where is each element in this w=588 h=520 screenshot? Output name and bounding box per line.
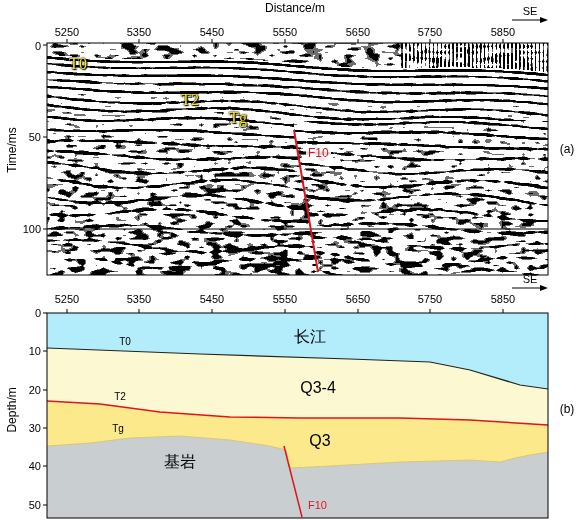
label-holder: 5350 <box>127 293 151 306</box>
label-holder: 40 <box>29 460 41 473</box>
label-holder: 100 <box>23 223 41 236</box>
axis-label: (a) <box>560 143 575 157</box>
horizon-label: Tg <box>229 109 247 127</box>
label-holder: 50 <box>29 131 41 144</box>
axis-label: 5250 <box>55 26 79 39</box>
label-holder: 5850 <box>491 26 515 39</box>
label-holder: 5250 <box>55 26 79 39</box>
axis-label: 5650 <box>346 293 370 306</box>
label-holder: T2 <box>114 391 126 403</box>
label-holder: F10 <box>308 499 327 512</box>
axis-title: Depth/m <box>6 387 20 432</box>
axis-label: F10 <box>308 499 327 512</box>
axis-label: 100 <box>23 223 41 236</box>
axis-label: 5450 <box>200 26 224 39</box>
axis-label: 5550 <box>273 26 297 39</box>
label-holder: 5650 <box>346 26 370 39</box>
label-holder: 10 <box>29 345 41 358</box>
label-holder: 5650 <box>346 293 370 306</box>
axis-label: 5250 <box>55 293 79 306</box>
axis-label: SE <box>523 5 538 18</box>
label-holder: Time/ms <box>6 127 20 173</box>
axis-label: F10 <box>306 147 331 161</box>
label-holder: 5250 <box>55 293 79 306</box>
label-holder: 5850 <box>491 293 515 306</box>
axis-label: 5850 <box>491 293 515 306</box>
unit-label: Q3-4 <box>300 379 336 397</box>
axis-label: Distance/m <box>265 2 325 16</box>
label-holder: Tg <box>229 109 247 127</box>
axis-label: 5350 <box>127 26 151 39</box>
axis-label: 5350 <box>127 293 151 306</box>
axis-label: (b) <box>560 403 575 417</box>
label-holder: T0 <box>119 336 131 348</box>
axis-label: 5550 <box>273 293 297 306</box>
axis-label: 5750 <box>418 293 442 306</box>
label-holder: F10 <box>306 147 331 161</box>
label-holder: T2 <box>181 91 199 109</box>
axis-label: T0 <box>119 336 131 348</box>
label-holder: 5450 <box>200 293 224 306</box>
label-holder: Distance/m <box>265 2 325 16</box>
axis-label: 40 <box>29 460 41 473</box>
label-holder: Depth/m <box>6 387 20 432</box>
axis-label: 5750 <box>418 26 442 39</box>
label-holder: T0 <box>69 55 87 73</box>
label-holder: 5550 <box>273 26 297 39</box>
label-holder: 0 <box>35 40 41 53</box>
unit-fill <box>47 436 548 518</box>
horizon-label: T0 <box>69 55 87 73</box>
seismic-section <box>47 43 548 275</box>
unit-label: Q3 <box>309 432 330 450</box>
unit-label: 长江 <box>294 328 326 346</box>
label-holder: (a) <box>560 143 575 157</box>
axis-label: 50 <box>29 131 41 144</box>
axis-label: 10 <box>29 345 41 358</box>
axis-label: 0 <box>35 307 41 320</box>
label-holder: 50 <box>29 499 41 512</box>
axis-label: Tg <box>112 423 124 435</box>
axis-label: 0 <box>35 40 41 53</box>
axis-label: 30 <box>29 422 41 435</box>
label-holder: (b) <box>560 403 575 417</box>
axis-title: Time/ms <box>6 127 20 173</box>
label-holder: 20 <box>29 384 41 397</box>
label-holder: 5750 <box>418 293 442 306</box>
axis-label: T2 <box>114 391 126 403</box>
axis-label: 50 <box>29 499 41 512</box>
label-holder: Tg <box>112 423 124 435</box>
label-holder: 0 <box>35 307 41 320</box>
label-holder: 5350 <box>127 26 151 39</box>
axis-label: 20 <box>29 384 41 397</box>
axis-label: 5650 <box>346 26 370 39</box>
horizon-label: T2 <box>181 91 199 109</box>
axis-label: 5450 <box>200 293 224 306</box>
label-holder: 5750 <box>418 26 442 39</box>
label-holder: SE <box>523 5 538 18</box>
seismic-frame <box>0 0 588 300</box>
axis-label: SE <box>523 273 538 286</box>
label-holder: 5450 <box>200 26 224 39</box>
unit-label: 基岩 <box>164 453 196 471</box>
label-holder: 5550 <box>273 293 297 306</box>
axis-label: 5850 <box>491 26 515 39</box>
label-holder: SE <box>523 273 538 286</box>
label-holder: 30 <box>29 422 41 435</box>
